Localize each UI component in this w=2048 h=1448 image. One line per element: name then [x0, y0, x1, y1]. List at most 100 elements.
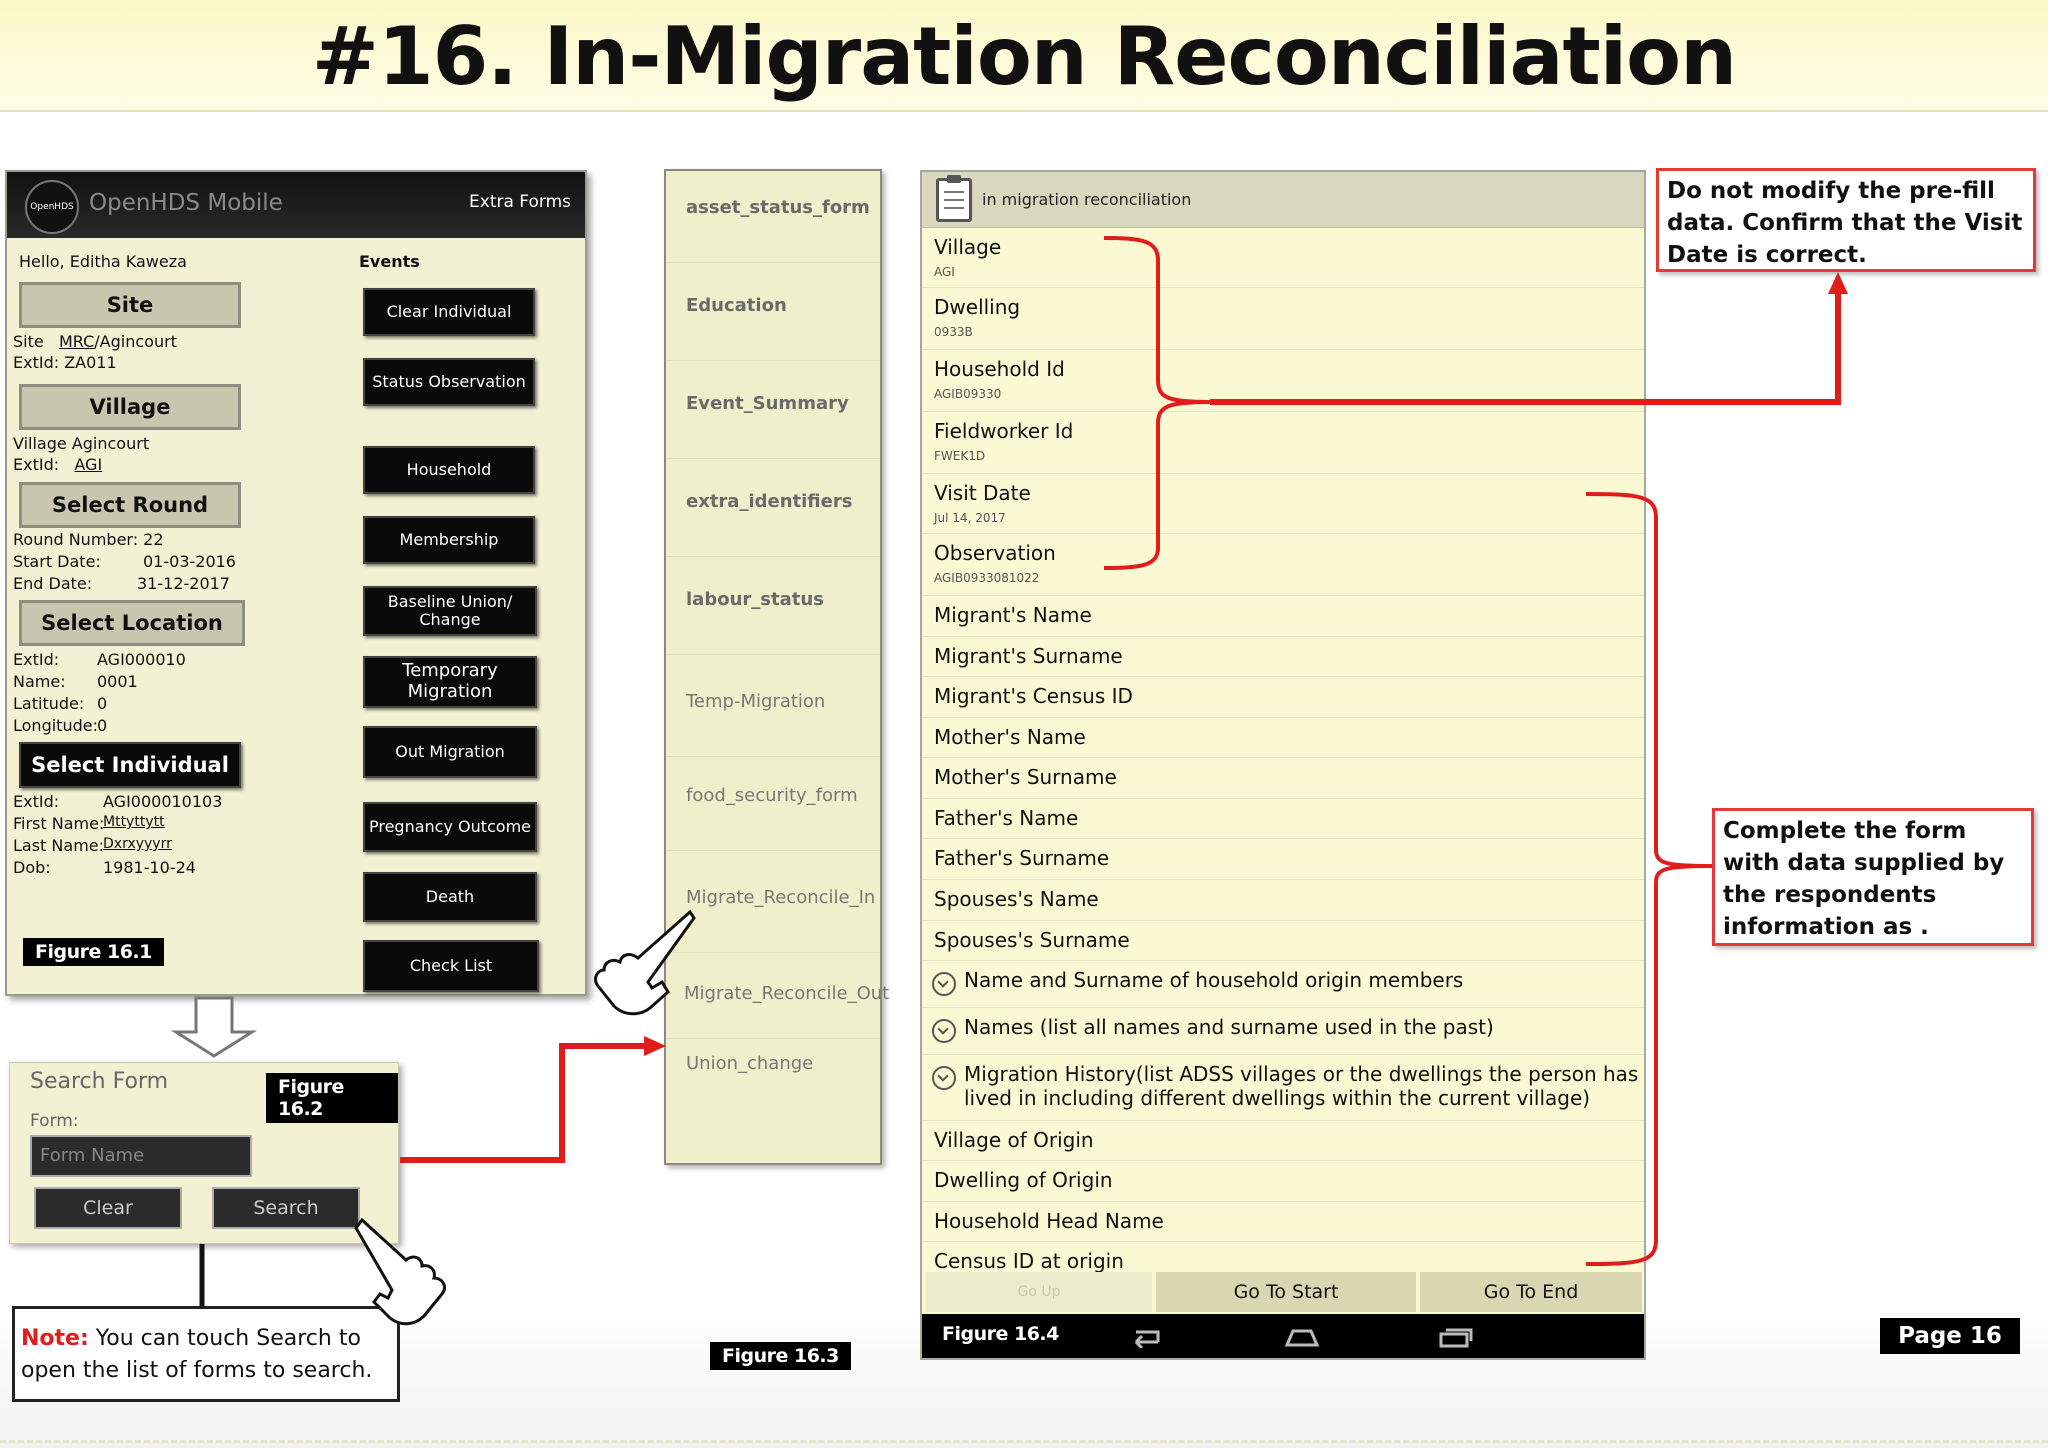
group-migration-history[interactable]: Migration History(list ADSS villages or … — [922, 1055, 1644, 1121]
search-button[interactable]: Search — [212, 1187, 360, 1229]
site-value: /Agincourt — [94, 332, 177, 351]
end-date-value: 31-12-2017 — [137, 574, 230, 593]
start-date-label: Start Date: — [13, 552, 101, 571]
form-item-temp-migration[interactable]: Temp-Migration — [666, 691, 880, 757]
out-migration-button[interactable]: Out Migration — [363, 726, 537, 778]
group-household-origin-members[interactable]: Name and Surname of household origin mem… — [922, 961, 1644, 1008]
field-household-id[interactable]: Household Id AGIB09330 — [922, 350, 1644, 412]
site-label: Site — [13, 332, 44, 351]
loc-name-value: 0001 — [97, 672, 138, 691]
start-date-value: 01-03-2016 — [143, 552, 236, 571]
baseline-union-button[interactable]: Baseline Union/ Change — [363, 586, 537, 636]
death-button[interactable]: Death — [363, 872, 537, 922]
village-button[interactable]: Village — [19, 384, 241, 430]
first-name-value: Mttyttytt — [103, 814, 165, 830]
site-button[interactable]: Site — [19, 282, 241, 328]
group-label: Migration History(list ADSS villages or … — [964, 1062, 1639, 1110]
last-name-value: Dxrxyyyrr — [103, 836, 172, 852]
select-individual-button[interactable]: Select Individual — [19, 742, 241, 788]
clear-individual-button[interactable]: Clear Individual — [363, 288, 535, 336]
field-value: AGI — [934, 265, 955, 279]
form-item-migrate-reconcile-in[interactable]: Migrate_Reconcile_In — [666, 887, 880, 953]
note-box: Note: You can touch Search to open the l… — [12, 1306, 400, 1402]
form-item-asset-status[interactable]: asset_status_form — [666, 197, 880, 263]
field-label: Father's Surname — [934, 846, 1110, 870]
field-migrant-name[interactable]: Migrant's Name — [922, 596, 1644, 637]
form-name-input[interactable]: Form Name — [30, 1135, 252, 1177]
search-form-title: Search Form — [30, 1069, 168, 1094]
field-label: Spouses's Surname — [934, 928, 1130, 952]
field-father-surname[interactable]: Father's Surname — [922, 839, 1644, 880]
first-name-label: First Name: — [13, 814, 105, 833]
field-label: Migrant's Census ID — [934, 684, 1133, 708]
form-label: Form: — [30, 1111, 79, 1131]
end-date-label: End Date: — [13, 574, 93, 593]
expand-icon — [932, 1066, 956, 1090]
form-item-migrate-reconcile-out[interactable]: Migrate_Reconcile_Out — [666, 983, 889, 1039]
field-migrant-surname[interactable]: Migrant's Surname — [922, 637, 1644, 677]
field-census-id-origin[interactable]: Census ID at origin — [922, 1242, 1644, 1272]
form-title: in migration reconciliation — [982, 190, 1192, 209]
extra-forms-menu[interactable]: Extra Forms — [469, 192, 571, 212]
form-item-union-change[interactable]: Union_change — [686, 1053, 814, 1074]
back-icon[interactable] — [1128, 1326, 1164, 1348]
field-label: Father's Name — [934, 806, 1079, 830]
select-round-button[interactable]: Select Round — [19, 482, 241, 528]
field-mother-name[interactable]: Mother's Name — [922, 718, 1644, 758]
recents-icon[interactable] — [1438, 1326, 1474, 1348]
field-father-name[interactable]: Father's Name — [922, 799, 1644, 839]
figure-16-1-label: Figure 16.1 — [23, 938, 164, 966]
field-value: AGIB09330 — [934, 387, 1002, 401]
village-extid: ExtId: AGI — [13, 455, 102, 474]
group-label: Name and Surname of household origin mem… — [964, 968, 1464, 992]
form-item-event-summary[interactable]: Event_Summary — [666, 393, 880, 459]
red-arrow-to-list — [400, 1043, 650, 1163]
form-item-education[interactable]: Education — [666, 295, 880, 361]
go-to-end-button[interactable]: Go To End — [1420, 1272, 1642, 1312]
home-icon[interactable] — [1284, 1326, 1320, 1348]
select-location-button[interactable]: Select Location — [19, 600, 245, 646]
field-migrant-census-id[interactable]: Migrant's Census ID — [922, 677, 1644, 718]
app-header: OpenHDS OpenHDS Mobile Extra Forms — [7, 172, 585, 238]
group-past-names[interactable]: Names (list all names and surname used i… — [922, 1008, 1644, 1055]
field-spouse-surname[interactable]: Spouses's Surname — [922, 921, 1644, 961]
field-household-head-name[interactable]: Household Head Name — [922, 1202, 1644, 1242]
form-item-labour-status[interactable]: labour_status — [666, 589, 880, 655]
go-up-button[interactable]: Go Up — [926, 1272, 1152, 1312]
pregnancy-outcome-button[interactable]: Pregnancy Outcome — [363, 802, 537, 852]
field-mother-surname[interactable]: Mother's Surname — [922, 758, 1644, 799]
field-label: Village — [934, 235, 1002, 259]
search-form-panel: Search Form Form: Form Name Clear Search… — [9, 1062, 399, 1244]
household-button[interactable]: Household — [363, 446, 535, 494]
village-extid-link[interactable]: AGI — [74, 455, 103, 474]
form-item-extra-identifiers[interactable]: extra_identifiers — [666, 491, 880, 557]
field-label: Migrant's Name — [934, 603, 1092, 627]
go-to-start-button[interactable]: Go To Start — [1156, 1272, 1416, 1312]
village-extid-label: ExtId: — [13, 455, 60, 474]
clear-button[interactable]: Clear — [34, 1187, 182, 1229]
field-village-of-origin[interactable]: Village of Origin — [922, 1121, 1644, 1161]
figure-16-3-label: Figure 16.3 — [710, 1342, 851, 1370]
openhds-logo: OpenHDS — [25, 180, 79, 234]
field-dwelling-of-origin[interactable]: Dwelling of Origin — [922, 1161, 1644, 1202]
temporary-migration-button[interactable]: Temporary Migration — [363, 656, 537, 708]
lat-value: 0 — [97, 694, 108, 713]
site-link[interactable]: MRC — [58, 332, 95, 351]
field-label: Household Id — [934, 357, 1065, 381]
field-value: Jul 14, 2017 — [934, 511, 1006, 525]
last-name-label: Last Name: — [13, 836, 105, 855]
ind-extid-label: ExtId: — [13, 792, 60, 811]
status-observation-button[interactable]: Status Observation — [363, 358, 535, 406]
note-prefix: Note: — [21, 1326, 89, 1351]
form-item-food-security[interactable]: food_security_form — [666, 785, 880, 851]
membership-button[interactable]: Membership — [363, 516, 535, 564]
check-list-button[interactable]: Check List — [363, 940, 539, 992]
field-spouse-name[interactable]: Spouses's Name — [922, 880, 1644, 921]
